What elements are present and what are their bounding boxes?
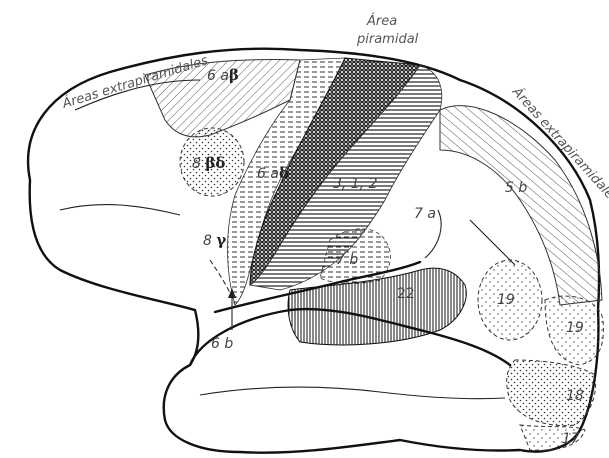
label-19-center: 19 bbox=[497, 292, 515, 308]
label-22: 22 bbox=[397, 286, 415, 302]
label-7a: 7 a bbox=[414, 206, 436, 222]
label-6ad: 6 aδ bbox=[257, 164, 289, 182]
label-312: 3, 1, 2 bbox=[333, 176, 378, 192]
label-19-right: 19 bbox=[566, 320, 584, 336]
label-18: 18 bbox=[566, 388, 584, 404]
header-center-line1: Área bbox=[366, 13, 397, 29]
label-6b: 6 b bbox=[211, 336, 233, 352]
label-8bd: 8 βδ bbox=[192, 154, 225, 172]
label-6ab: 6 aβ bbox=[207, 66, 239, 84]
sulcus-frontal-2 bbox=[60, 205, 180, 215]
area-22-region bbox=[288, 268, 466, 345]
label-7b: 7 b bbox=[336, 252, 358, 268]
temporal-sulcus bbox=[200, 387, 505, 399]
label-5b: 5 b bbox=[505, 180, 527, 196]
label-8g: 8 γ bbox=[203, 231, 226, 249]
sulcus-parietal bbox=[470, 220, 515, 265]
header-center-line2: piramidal bbox=[356, 32, 419, 47]
label-17: 17 bbox=[562, 431, 580, 447]
